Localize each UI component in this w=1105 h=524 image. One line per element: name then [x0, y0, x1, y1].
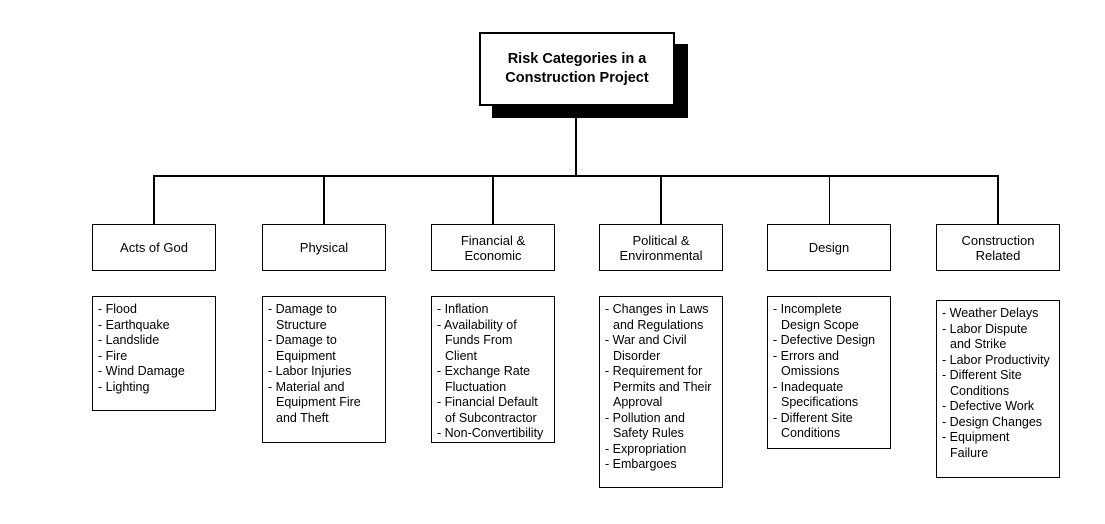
connector-stub-financial-economic	[492, 175, 494, 224]
risk-item: Different Site Conditions	[942, 368, 1057, 399]
category-column-construction-related: Construction Related Weather Delays Labo…	[936, 224, 1060, 478]
risk-item: Inflation	[437, 302, 552, 318]
category-box-physical: Physical	[262, 224, 386, 271]
category-column-political-environmental: Political & Environmental Changes in Law…	[599, 224, 723, 488]
risk-item: Labor Dispute and Strike	[942, 322, 1057, 353]
risk-item: Embargoes	[605, 457, 720, 473]
risk-item: Damage to Structure	[268, 302, 383, 333]
connector-stub-physical	[323, 175, 325, 224]
risk-item: Defective Work	[942, 399, 1057, 415]
category-box-financial-economic: Financial & Economic	[431, 224, 555, 271]
category-label: Financial & Economic	[460, 232, 526, 263]
risk-item: Errors and Omissions	[773, 349, 888, 380]
category-label: Physical	[299, 240, 349, 255]
category-column-physical: Physical Damage to Structure Damage to E…	[262, 224, 386, 443]
risk-item: Design Changes	[942, 415, 1057, 431]
risk-list-financial-economic: Inflation Availability of Funds From Cli…	[431, 296, 555, 443]
risk-item: Equipment Failure	[942, 430, 1057, 461]
connector-horizontal-trunk	[153, 175, 998, 177]
risk-item: Expropriation	[605, 442, 720, 458]
risk-item: Inadequate Specifications	[773, 380, 888, 411]
risk-item: Weather Delays	[942, 306, 1057, 322]
risk-item: War and Civil Disorder	[605, 333, 720, 364]
risk-item: Pollution and Safety Rules	[605, 411, 720, 442]
category-column-acts-of-god: Acts of God Flood Earthquake Landslide F…	[92, 224, 216, 411]
connector-stub-political-environmental	[660, 175, 662, 224]
category-column-financial-economic: Financial & Economic Inflation Availabil…	[431, 224, 555, 443]
diagram-title: Risk Categories in a Construction Projec…	[505, 51, 649, 86]
risk-item: Financial Default of Subcontractor	[437, 395, 552, 426]
risk-item: Incomplete Design Scope	[773, 302, 888, 333]
risk-item: Defective Design	[773, 333, 888, 349]
diagram-title-box: Risk Categories in a Construction Projec…	[479, 32, 675, 106]
category-box-political-environmental: Political & Environmental	[599, 224, 723, 271]
risk-item: Damage to Equipment	[268, 333, 383, 364]
risk-item: Landslide	[98, 333, 213, 349]
category-column-design: Design Incomplete Design Scope Defective…	[767, 224, 891, 449]
risk-list-physical: Damage to Structure Damage to Equipment …	[262, 296, 386, 443]
category-box-design: Design	[767, 224, 891, 271]
risk-item: Earthquake	[98, 318, 213, 334]
risk-item: Changes in Laws and Regulations	[605, 302, 720, 333]
category-label: Acts of God	[120, 240, 188, 255]
category-label: Political & Environmental	[619, 232, 703, 263]
risk-item: Requirement for Permits and Their Approv…	[605, 364, 720, 411]
risk-item: Non-Convertibility	[437, 426, 552, 442]
risk-item: Labor Injuries	[268, 364, 383, 380]
risk-item: Availability of Funds From Client	[437, 318, 552, 365]
category-box-acts-of-god: Acts of God	[92, 224, 216, 271]
risk-item: Exchange Rate Fluctuation	[437, 364, 552, 395]
risk-item: Material and Equipment Fire and Theft	[268, 380, 383, 427]
connector-stub-acts-of-god	[153, 175, 155, 224]
connector-stub-design	[828, 175, 830, 224]
connector-title-drop-line	[575, 106, 577, 176]
risk-list-design: Incomplete Design Scope Defective Design…	[767, 296, 891, 449]
risk-item: Flood	[98, 302, 213, 318]
risk-item: Wind Damage	[98, 364, 213, 380]
risk-item: Different Site Conditions	[773, 411, 888, 442]
risk-item: Labor Productivity	[942, 353, 1057, 369]
risk-list-construction-related: Weather Delays Labor Dispute and Strike …	[936, 300, 1060, 478]
risk-list-acts-of-god: Flood Earthquake Landslide Fire Wind Dam…	[92, 296, 216, 411]
risk-item: Lighting	[98, 380, 213, 396]
risk-item: Fire	[98, 349, 213, 365]
connector-stub-construction-related	[997, 175, 999, 224]
category-label: Design	[808, 240, 850, 255]
category-label: Construction Related	[961, 232, 1035, 263]
category-box-construction-related: Construction Related	[936, 224, 1060, 271]
risk-list-political-environmental: Changes in Laws and Regulations War and …	[599, 296, 723, 488]
